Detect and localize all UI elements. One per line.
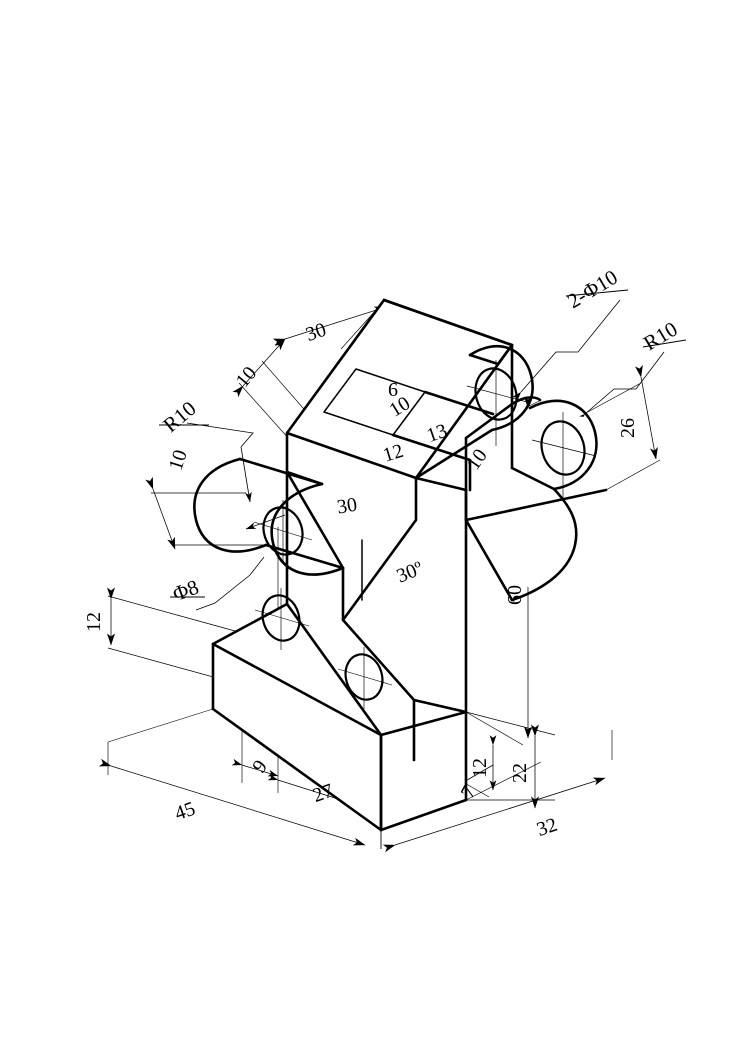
inclined-web [341,476,418,702]
dim-top-offset-10: 10 [232,362,262,391]
dim-9: 9 [248,756,272,777]
dim-32 [380,730,613,853]
dim-left-lug-10: 10 [165,447,192,473]
leader-2xd10 [511,289,629,402]
leader-d8 [170,556,265,611]
dim-60: 60 [504,585,526,605]
dim-22: 22 [509,763,531,783]
leader-r10-right [575,339,687,423]
dim-45: 45 [172,798,198,825]
part-solid [193,298,612,832]
leader-r10-left [159,422,254,503]
dim-26 [583,364,661,491]
dim-top-length-30: 30 [303,319,329,346]
dim-slot-6: 6 [388,379,398,401]
note-bore-d8: Φ8 [169,575,202,606]
rear-boss-hole [466,360,528,446]
dim-26: 26 [617,418,639,438]
dim-center-30: 30 [335,494,358,519]
dim-left-12: 12 [83,612,105,632]
dim-12-right: 12 [469,758,491,778]
base-plate [211,602,468,832]
dim-32: 32 [534,814,560,841]
lower-front-ear [391,390,608,602]
dim-left-lug-10 [145,476,266,550]
note-r10-right: R10 [639,317,681,356]
note-2xd10: 2-Φ10 [563,265,622,313]
left-bore-hole [253,500,313,562]
wall-hole-upper [254,588,310,650]
note-r10-left: R10 [158,396,200,437]
front-boss-hole [531,412,597,500]
wall-hole-lower [337,647,393,709]
